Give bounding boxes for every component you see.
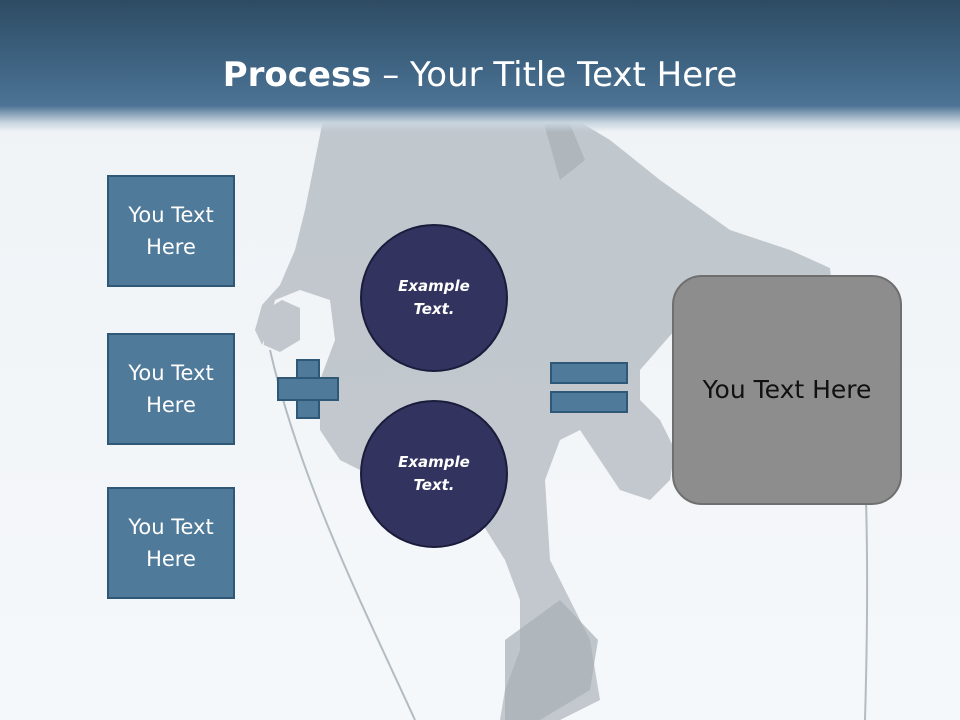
result-box[interactable]: You Text Here <box>672 275 902 505</box>
slide-title[interactable]: Process – Your Title Text Here <box>0 52 960 98</box>
title-bar <box>0 0 960 132</box>
result-box-label: You Text Here <box>702 375 872 404</box>
title-rest-text: – Your Title Text Here <box>371 55 738 95</box>
example-circle-2[interactable]: Example Text. <box>360 400 508 548</box>
example-circle-2-label: Example Text. <box>398 453 470 494</box>
input-box-2[interactable]: You Text Here <box>107 333 235 445</box>
input-box-1-label: You Text Here <box>128 203 214 259</box>
input-box-3-label: You Text Here <box>128 515 214 571</box>
input-box-3[interactable]: You Text Here <box>107 487 235 599</box>
input-box-1[interactable]: You Text Here <box>107 175 235 287</box>
plus-center <box>298 379 318 399</box>
title-bold-text: Process <box>222 55 372 95</box>
example-circle-1-label: Example Text. <box>398 277 470 318</box>
example-circle-1[interactable]: Example Text. <box>360 224 508 372</box>
equals-bottom-bar <box>550 391 628 413</box>
equals-top-bar <box>550 362 628 384</box>
input-box-2-label: You Text Here <box>128 361 214 417</box>
